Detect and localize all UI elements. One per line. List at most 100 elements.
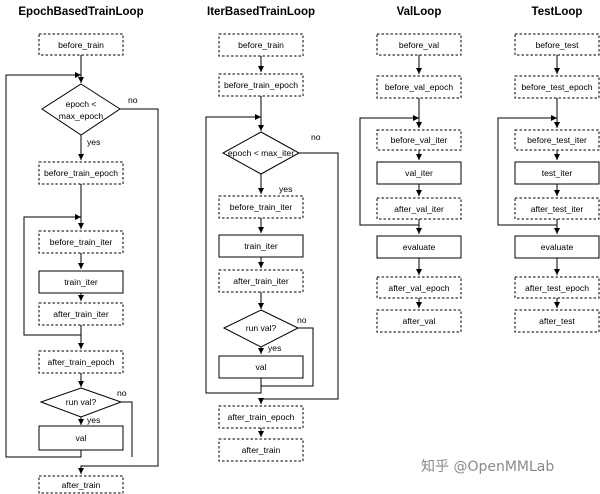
node-decision-run-val-label: run val? [246, 323, 277, 333]
title-test-loop: TestLoop [532, 6, 583, 18]
node-test-iter [514, 161, 600, 185]
edge-runval-no [261, 327, 314, 387]
node-after-val-iter-label: after_val_iter [394, 204, 444, 214]
node-val [38, 425, 124, 451]
label-no: no [128, 95, 138, 105]
node-decision-run-val [222, 309, 300, 348]
node-evaluate [514, 235, 600, 259]
node-before-train [38, 33, 124, 56]
node-after-test-epoch-label: after_test_epoch [525, 283, 589, 293]
node-before-test-iter-label: before_test_iter [527, 135, 587, 145]
node-train-iter-label: train_iter [244, 241, 278, 251]
node-after-train-iter [38, 302, 124, 326]
label-yes: yes [279, 184, 292, 194]
node-before-train-iter-label: before_train_iter [230, 202, 293, 212]
edge-iter-loop [205, 114, 262, 394]
node-after-val-epoch [376, 276, 462, 299]
node-after-train-epoch-label: after_train_epoch [228, 412, 295, 422]
label-yes: yes [87, 415, 100, 425]
node-after-train-epoch-label: after_train_epoch [48, 357, 115, 367]
node-after-val-epoch-label: after_val_epoch [388, 283, 449, 293]
watermark-text: 知乎 @OpenMMLab [421, 458, 554, 475]
label-no: no [297, 315, 307, 325]
node-before-train-iter [218, 195, 304, 219]
node-decision-epoch [41, 83, 121, 136]
node-after-train-iter-label: after_train_iter [233, 276, 289, 286]
node-decision-iter [221, 131, 301, 175]
node-evaluate-label: evaluate [541, 242, 574, 252]
node-after-train-label: after_train [242, 445, 281, 455]
node-after-test-label: after_test [539, 316, 575, 326]
node-before-test-epoch [514, 75, 600, 99]
node-after-test-iter-label: after_test_iter [531, 204, 584, 214]
node-before-val-label: before_val [399, 40, 439, 50]
node-before-train-label: before_train [58, 40, 104, 50]
node-test-iter-label: test_iter [542, 168, 573, 178]
node-before-train-iter [38, 230, 124, 254]
epoch-loop: before_train epoch < max_epoch no yes be… [5, 33, 159, 494]
node-after-train-iter [218, 269, 304, 293]
node-val-label: val [256, 362, 267, 372]
edge-cond-no [78, 108, 159, 474]
node-after-train-label: after_train [62, 480, 101, 490]
node-train-iter [218, 234, 304, 258]
node-before-train [218, 33, 304, 57]
node-before-test [514, 33, 600, 56]
node-before-test-label: before_test [536, 40, 580, 50]
node-after-test [514, 309, 600, 333]
node-val-label: val [76, 433, 87, 443]
label-no: no [117, 388, 127, 398]
node-after-test-epoch [514, 276, 600, 299]
node-before-val [376, 33, 462, 56]
node-before-val-iter [376, 129, 462, 151]
node-after-test-iter [514, 197, 600, 220]
node-after-train [218, 438, 304, 462]
title-epoch-based-train-loop: EpochBasedTrainLoop [18, 6, 143, 18]
node-after-train-epoch [218, 405, 304, 429]
title-val-loop: ValLoop [397, 6, 442, 18]
node-before-train-epoch [38, 161, 124, 185]
node-before-train-epoch-label: before_train_epoch [44, 168, 118, 178]
node-before-train-label: before_train [238, 40, 284, 50]
node-before-train-iter-label: before_train_iter [50, 237, 113, 247]
edge-val-iter-loop [359, 115, 420, 226]
node-before-train-epoch-label: before_train_epoch [224, 80, 298, 90]
node-after-val [376, 309, 462, 333]
node-before-val-epoch-label: before_val_epoch [385, 82, 454, 92]
node-decision-iter-label: epoch < max_iter [228, 148, 294, 158]
title-iter-based-train-loop: IterBasedTrainLoop [207, 6, 315, 18]
edge-test-iter-loop [497, 115, 558, 226]
node-train-iter [38, 270, 124, 294]
edge-iter-loop [23, 214, 82, 336]
node-after-train [38, 475, 124, 494]
edge-epoch-loop [5, 72, 82, 458]
edge-runval-no [121, 401, 133, 457]
node-before-train-epoch [218, 73, 304, 97]
node-val [218, 355, 304, 379]
label-no: no [311, 132, 321, 142]
node-after-train-epoch [38, 350, 124, 374]
iter-loop: before_train before_train_epoch epoch < … [205, 33, 339, 462]
node-after-val-iter [376, 197, 462, 220]
test-loop: before_test before_test_epoch before_tes… [497, 33, 600, 333]
node-val-iter-label: val_iter [405, 168, 433, 178]
node-decision-epoch-label-2: max_epoch [59, 111, 104, 121]
label-yes: yes [268, 343, 281, 353]
label-yes: yes [87, 137, 100, 147]
node-val-iter [376, 161, 462, 185]
node-after-train-iter-label: after_train_iter [53, 309, 109, 319]
node-train-iter-label: train_iter [64, 277, 98, 287]
val-loop: before_val before_val_epoch before_val_i… [359, 33, 462, 333]
node-after-val-label: after_val [403, 316, 436, 326]
node-before-test-iter [514, 129, 600, 151]
node-evaluate-label: evaluate [403, 242, 436, 252]
node-decision-epoch-label-1: epoch < [66, 99, 97, 109]
node-decision-run-val [39, 387, 123, 418]
node-before-val-epoch [376, 75, 462, 99]
node-before-val-iter-label: before_val_iter [391, 135, 448, 145]
node-decision-run-val-label: run val? [66, 397, 97, 407]
node-evaluate [376, 235, 462, 259]
edge-cond-no [258, 152, 339, 404]
node-before-test-epoch-label: before_test_epoch [521, 82, 592, 92]
